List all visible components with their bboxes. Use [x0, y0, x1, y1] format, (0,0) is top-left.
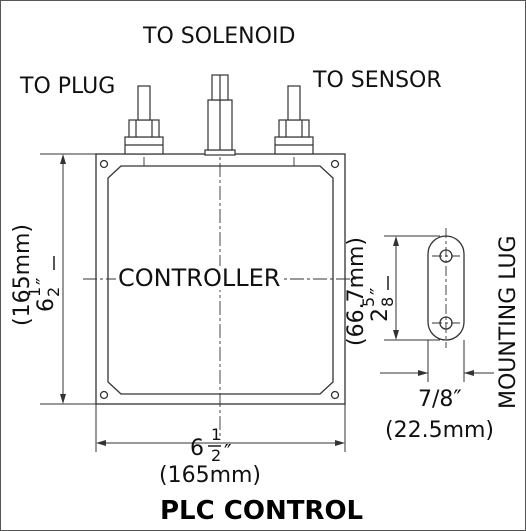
lug-height-metric: (66.7mm) — [344, 236, 369, 346]
height-metric: (165mm) — [10, 223, 35, 326]
width-den: 2 — [211, 446, 222, 465]
height-unit: ″ — [32, 277, 56, 285]
enclosure-body — [107, 165, 334, 395]
label-controller: CONTROLLER — [116, 264, 283, 292]
label-mounting-lug: MOUNTING LUG — [496, 235, 521, 409]
width-unit: ″ — [224, 440, 232, 464]
lug-height-num: 5 — [359, 296, 378, 307]
lug-height-unit: ″ — [366, 287, 390, 295]
label-to-sensor: TO SENSOR — [313, 68, 442, 93]
width-dimension-text: 6 1 2 ″ — [190, 427, 250, 465]
height-dimension — [40, 153, 96, 405]
label-to-plug: TO PLUG — [20, 74, 116, 99]
sensor-gland — [274, 85, 314, 155]
lug-height-whole: 2 — [368, 308, 393, 322]
width-metric: (165mm) — [159, 463, 262, 488]
lug-height-dimension-text: 2 5 8 ″ — [359, 242, 397, 322]
width-dimension — [95, 404, 346, 452]
lug-height-dimension — [384, 235, 440, 341]
solenoid-stem — [204, 74, 236, 156]
corner-screw — [330, 390, 340, 400]
height-num: 1 — [25, 286, 44, 297]
lug-width-dimension — [380, 340, 494, 382]
corner-screw — [330, 159, 340, 169]
corner-screw — [99, 390, 109, 400]
height-den: 2 — [44, 286, 63, 297]
lug-height-den: 8 — [378, 296, 397, 307]
label-to-solenoid: TO SOLENOID — [143, 24, 296, 49]
corner-screw — [99, 159, 109, 169]
height-arrows — [60, 154, 66, 404]
height-whole: 6 — [34, 298, 59, 312]
width-whole: 6 — [190, 436, 204, 461]
diagram-title: PLC CONTROL — [160, 496, 364, 526]
height-dimension-text: 6 1 2 ″ — [25, 232, 63, 312]
lug-width-metric: (22.5mm) — [385, 418, 495, 443]
plug-gland — [124, 85, 164, 155]
width-arrows — [96, 440, 345, 446]
lug-width-text: 7/8″ — [418, 387, 462, 412]
width-num: 1 — [211, 425, 222, 444]
